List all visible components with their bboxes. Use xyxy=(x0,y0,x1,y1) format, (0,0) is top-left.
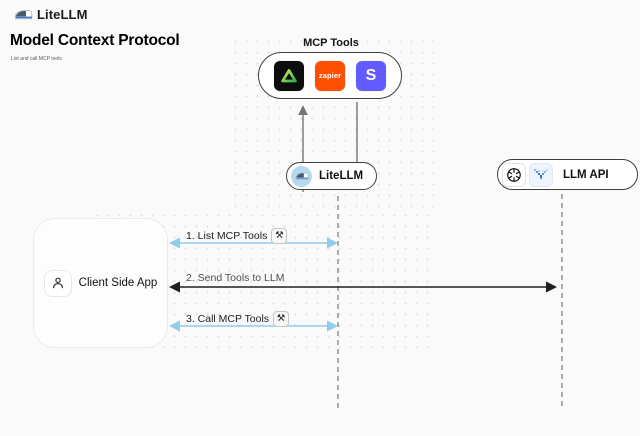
zapier-icon: zapier xyxy=(315,60,345,91)
litellm-node: LiteLLM xyxy=(286,162,377,190)
step-2-text: 2. Send Tools to LLM xyxy=(186,272,285,284)
openai-logo-icon xyxy=(502,162,526,187)
step-2-label: 2. Send Tools to LLM xyxy=(186,272,284,284)
brand: LiteLLM xyxy=(14,7,88,22)
stripe-letter: S xyxy=(365,66,377,84)
page-title: Model Context Protocol xyxy=(10,32,180,49)
step-1-label: 1. List MCP Tools ⚒ xyxy=(186,228,288,244)
step-3-text: 3. Call MCP Tools xyxy=(186,313,270,325)
llm-api-node-label: LLM API xyxy=(563,168,609,181)
tools-icon: ⚒ xyxy=(273,311,290,327)
page-subtitle: List and call MCP tools xyxy=(11,56,62,62)
person-icon xyxy=(43,269,72,297)
llm-api-node: LLM API xyxy=(497,159,638,190)
green-triangle-tool-icon xyxy=(274,60,304,91)
litellm-node-label: LiteLLM xyxy=(319,170,364,182)
litellm-train-logo-icon xyxy=(15,10,33,20)
client-side-app-label: Client Side App xyxy=(78,277,158,289)
tools-icon: ⚒ xyxy=(271,228,288,244)
litellm-train-logo-icon xyxy=(291,165,312,187)
blue-pixel-llm-logo-icon xyxy=(529,162,553,187)
step-1-text: 1. List MCP Tools xyxy=(186,230,268,242)
zapier-wordmark: zapier xyxy=(318,71,342,80)
mcp-tools-label: MCP Tools xyxy=(303,37,359,49)
mcp-tools-group: zapier S xyxy=(258,52,402,99)
stripe-icon: S xyxy=(356,60,386,91)
step-3-label: 3. Call MCP Tools ⚒ xyxy=(186,311,290,327)
brand-name: LiteLLM xyxy=(37,7,88,22)
client-side-app-node: Client Side App xyxy=(33,218,168,348)
